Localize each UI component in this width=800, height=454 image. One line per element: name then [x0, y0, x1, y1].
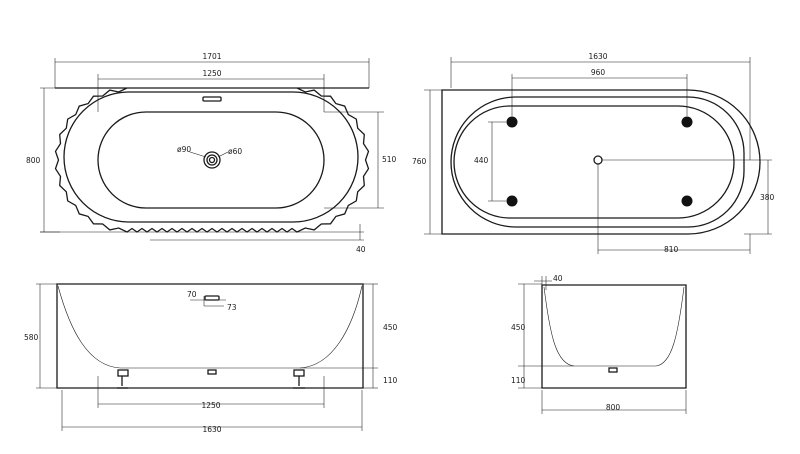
- side-overflow: [204, 295, 220, 301]
- top-view-back-to-wall: 1630 960 760 440 380 810: [412, 52, 775, 254]
- drain-b: [593, 155, 603, 165]
- tub-basin-b: [453, 105, 735, 219]
- foot-top-right: [681, 116, 693, 128]
- overflow-slot: [202, 96, 222, 102]
- dim-1630-top: 1630: [588, 52, 607, 61]
- dim-450-end: 450: [511, 323, 526, 332]
- drain-outer: [203, 151, 221, 169]
- end-outline: [541, 284, 687, 389]
- end-drain: [608, 367, 618, 373]
- end-inner-curve: [543, 286, 685, 367]
- dim-810: 810: [664, 245, 679, 254]
- top-view-scalloped: 1701 1250 800 510 40 ø90 ø60: [26, 52, 397, 254]
- drain-core: [208, 156, 216, 164]
- drain-inner: [206, 154, 218, 166]
- side-drain: [207, 369, 217, 375]
- dim-800: 800: [26, 156, 41, 165]
- dim-73: 73: [227, 303, 237, 312]
- dim-1630-side: 1630: [202, 425, 221, 434]
- dim-760: 760: [412, 157, 427, 166]
- dim-1250-top: 1250: [202, 69, 221, 78]
- dim-70: 70: [187, 290, 197, 299]
- tub-rim-line-b: [450, 96, 745, 228]
- tub-basin: [97, 111, 325, 209]
- dim-510: 510: [382, 155, 397, 164]
- foot-bottom-right: [681, 195, 693, 207]
- dim-110-end: 110: [511, 376, 526, 385]
- side-foot-right-body: [293, 369, 305, 377]
- end-view: 40 450 110 800: [511, 274, 687, 414]
- dim-110-side: 110: [383, 376, 398, 385]
- dim-40: 40: [356, 245, 366, 254]
- dim-800-end: 800: [606, 403, 621, 412]
- dim-380: 380: [760, 193, 775, 202]
- foot-bottom-left: [506, 195, 518, 207]
- dim-450-side: 450: [383, 323, 398, 332]
- dim-440: 440: [474, 156, 489, 165]
- foot-top-left: [506, 116, 518, 128]
- dim-1701: 1701: [202, 52, 221, 61]
- tub-rim-line: [63, 91, 359, 223]
- dim-960: 960: [591, 68, 606, 77]
- dim-40-end: 40: [553, 274, 563, 283]
- tub-outline-d-shape: [441, 89, 761, 235]
- label-o90: ø90: [177, 145, 191, 154]
- side-foot-left-body: [117, 369, 129, 377]
- side-view: 70 73 580 450 110 1250 1630: [24, 283, 398, 434]
- side-inner-curve: [57, 285, 363, 369]
- tub-outline-scalloped: [54, 87, 370, 233]
- dim-580: 580: [24, 333, 39, 342]
- label-o60: ø60: [228, 147, 242, 156]
- dim-1250-side: 1250: [201, 401, 220, 410]
